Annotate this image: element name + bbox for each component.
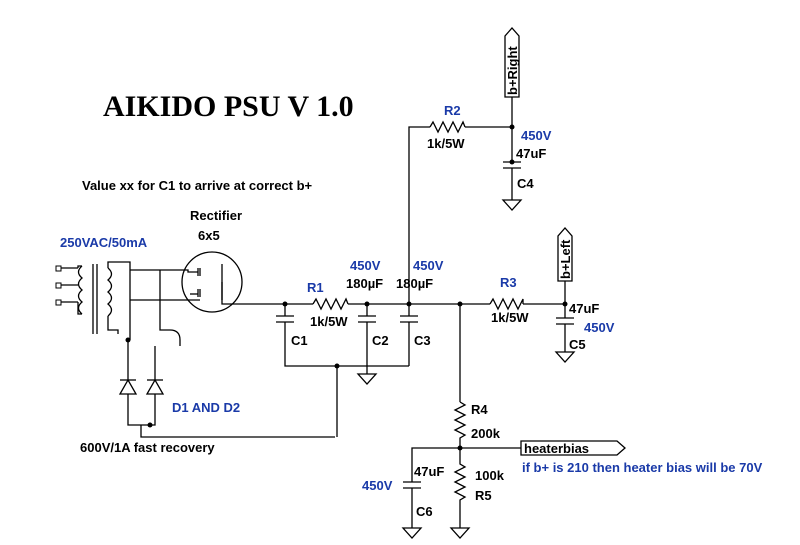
c5-name: C5 xyxy=(569,337,586,352)
r3-name: R3 xyxy=(500,275,517,290)
c2-value: 180µF xyxy=(346,276,383,291)
c3-value: 180µF xyxy=(396,276,433,291)
capacitor-c1: C1 xyxy=(276,304,409,367)
c6-voltage: 450V xyxy=(362,478,393,493)
capacitor-c6: 450V 47uF C6 xyxy=(362,447,460,539)
c4-name: C4 xyxy=(517,176,534,191)
design-note: Value xx for C1 to arrive at correct b+ xyxy=(82,178,313,193)
port-b-left: b+Left xyxy=(557,227,573,304)
capacitor-c3: 450V 180µF C3 xyxy=(396,258,444,366)
transformer-rating: 250VAC/50mA xyxy=(60,235,148,250)
capacitor-c5: 47uF 450V C5 xyxy=(554,301,615,363)
r4-name: R4 xyxy=(471,402,488,417)
port-b-right: b+Right xyxy=(504,27,520,127)
schematic-title: AIKIDO PSU V 1.0 xyxy=(103,90,354,123)
c6-value: 47uF xyxy=(414,464,444,479)
c5-voltage: 450V xyxy=(584,320,615,335)
c2-name: C2 xyxy=(372,333,389,348)
rectifier-label: Rectifier xyxy=(190,208,242,223)
rectifier-tube: Rectifier 6x5 xyxy=(159,208,285,346)
c1-name: C1 xyxy=(291,333,308,348)
capacitor-c2: 450V 180µF C2 xyxy=(346,258,389,385)
c6-name: C6 xyxy=(416,504,433,519)
resistor-r1: R1 1k/5W xyxy=(307,280,349,329)
resistor-r5: 100k R5 xyxy=(449,448,505,539)
diodes-rating: 600V/1A fast recovery xyxy=(80,440,215,455)
port-b-right-label: b+Right xyxy=(505,46,520,95)
port-b-left-label: b+Left xyxy=(558,239,573,279)
r1-value: 1k/5W xyxy=(310,314,348,329)
c3-voltage: 450V xyxy=(413,258,444,273)
resistor-r3: R3 1k/5W xyxy=(489,275,529,325)
c2-voltage: 450V xyxy=(350,258,381,273)
resistor-r2: R2 1k/5W xyxy=(408,103,512,304)
r5-value: 100k xyxy=(475,468,505,483)
c3-name: C3 xyxy=(414,333,431,348)
r2-name: R2 xyxy=(444,103,461,118)
capacitor-c4: 450V 47uF C4 xyxy=(501,127,552,211)
diodes-label: D1 AND D2 xyxy=(172,400,240,415)
r1-name: R1 xyxy=(307,280,324,295)
r4-value: 200k xyxy=(471,426,501,441)
port-heaterbias-label: heaterbias xyxy=(524,441,589,456)
r5-name: R5 xyxy=(475,488,492,503)
heater-bias-note: if b+ is 210 then heater bias will be 70… xyxy=(522,460,763,475)
resistor-r4: R4 200k xyxy=(453,304,501,448)
diode-pair: D1 AND D2 600V/1A fast recovery xyxy=(80,337,335,455)
c5-value: 47uF xyxy=(569,301,599,316)
transformer: 250VAC/50mA xyxy=(55,235,200,340)
rectifier-type: 6x5 xyxy=(198,228,220,243)
c4-value: 47uF xyxy=(516,146,546,161)
port-heaterbias: heaterbias xyxy=(460,440,626,456)
c4-voltage: 450V xyxy=(521,128,552,143)
r3-value: 1k/5W xyxy=(491,310,529,325)
r2-value: 1k/5W xyxy=(427,136,465,151)
